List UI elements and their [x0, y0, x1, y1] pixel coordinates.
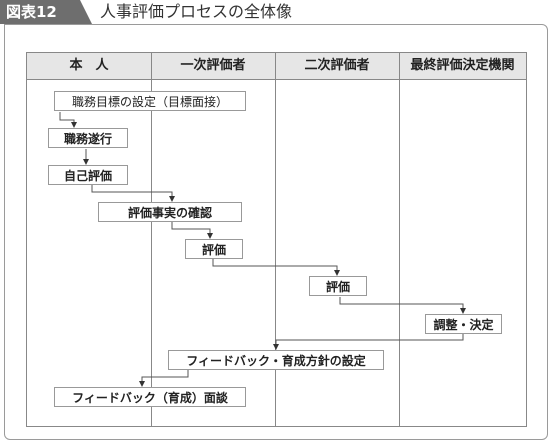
step-evaluation-fact-check: 評価事実の確認: [98, 202, 242, 222]
column-header-self: 本 人: [69, 58, 109, 73]
figure-frame: [4, 24, 548, 440]
step-secondary-evaluation: 評価: [309, 276, 367, 296]
column-header-row: 本 人 一次評価者 二次評価者 最終評価決定機関: [27, 53, 526, 80]
step-feedback-policy: フィードバック・育成方針の設定: [168, 350, 384, 370]
step-job-execution: 職務遂行: [48, 128, 128, 148]
column-header-secondary-evaluator: 二次評価者: [304, 58, 370, 73]
step-goal-setting: 職務目標の設定（目標面接）: [54, 91, 246, 111]
step-feedback-interview: フィードバック（育成）面談: [54, 387, 246, 407]
column-header-final-decision-body: 最終評価決定機関: [410, 58, 515, 73]
figure-label: 図表12: [0, 0, 92, 24]
column-header-primary-evaluator: 一次評価者: [180, 58, 246, 73]
step-primary-evaluation: 評価: [185, 239, 243, 259]
step-self-evaluation: 自己評価: [48, 165, 128, 185]
column-divider: [399, 53, 400, 426]
column-divider: [275, 53, 276, 426]
step-adjustment-decision: 調整・決定: [425, 314, 502, 334]
column-divider: [151, 53, 152, 426]
figure-title: 人事評価プロセスの全体像: [100, 2, 293, 21]
